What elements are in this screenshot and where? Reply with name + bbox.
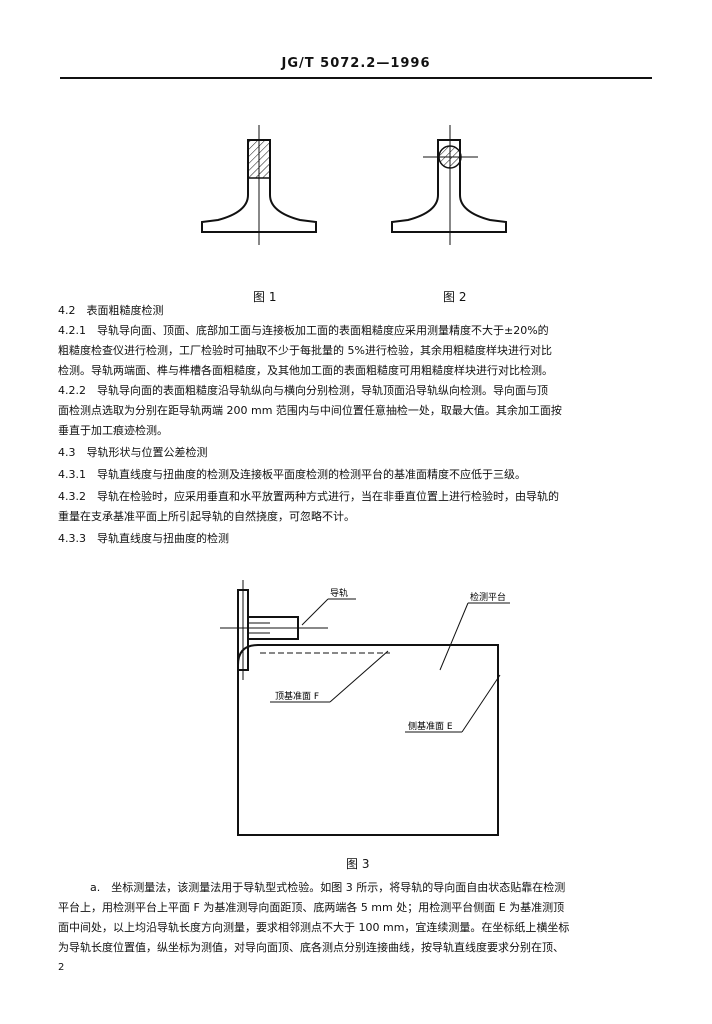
header-rule (60, 77, 652, 79)
para-4-3-2-line-1: 4.3.2 导轨在检验时，应采用垂直和水平放置两种方式进行，当在非垂直位置上进行… (58, 490, 559, 503)
para-4-2-1-line-3: 检测。导轨两端面、榫与榫槽各面粗糙度，及其他加工面的表面粗糙度可用粗糙度样块进行… (58, 364, 553, 377)
figure-3-caption: 图 3 (346, 857, 370, 871)
para-a-line-2: 平台上，用检测平台上平面 F 为基准测导向面距顶、底两端各 5 mm 处；用检测… (58, 901, 565, 914)
inspection-platform (237, 644, 499, 836)
para-a-line-4: 为导轨长度位置值，纵坐标为测值，对导向面顶、底各测点分别连接曲线，按导轨直线度要… (58, 941, 564, 954)
para-4-3-2-line-2: 重量在支承基准平面上所引起导轨的自然挠度，可忽略不计。 (58, 510, 355, 523)
heading-4-3: 4.3 导轨形状与位置公差检测 (58, 446, 208, 459)
figure-3-measurement-setup: 导轨 检测平台 顶基准面 F 侧基准面 E (220, 580, 510, 836)
label-top-datum: 顶基准面 F (275, 690, 319, 702)
para-4-2-1-line-2: 粗糙度检查仪进行检测，工厂检验时可抽取不少于每批量的 5%进行检验，其余用粗糙度… (58, 344, 552, 357)
figure-1-rail-section (201, 125, 317, 245)
para-4-3-1: 4.3.1 导轨直线度与扭曲度的检测及连接板平面度检测的检测平台的基准面精度不应… (58, 468, 526, 481)
para-4-2-2-line-1: 4.2.2 导轨导向面的表面粗糙度沿导轨纵向与横向分别检测，导轨顶面沿导轨纵向检… (58, 384, 548, 397)
para-4-2-2-line-2: 面检测点选取为分别在距导轨两端 200 mm 范围内与中间位置任意抽检一处，取最… (58, 404, 562, 417)
label-rail: 导轨 (330, 587, 348, 599)
para-a-line-3: 面中间处，以上均沿导轨长度方向测量，要求相邻测点不大于 100 mm，宜连续测量… (58, 921, 570, 934)
figure-2-caption: 图 2 (443, 290, 467, 304)
para-4-2-2-line-3: 垂直于加工痕迹检测。 (58, 424, 168, 437)
figure-2-rail-section (391, 125, 507, 245)
para-a-line-1: a. 坐标测量法，该测量法用于导轨型式检验。如图 3 所示，将导轨的导向面自由状… (90, 881, 566, 894)
page-number: 2 (58, 962, 65, 973)
figure-1-caption: 图 1 (253, 290, 277, 304)
heading-4-3-3: 4.3.3 导轨直线度与扭曲度的检测 (58, 532, 229, 545)
para-4-2-1-line-1: 4.2.1 导轨导向面、顶面、底部加工面与连接板加工面的表面粗糙度应采用测量精度… (58, 324, 549, 337)
standard-code-header: JG/T 5072.2—1996 (281, 56, 431, 71)
label-platform: 检测平台 (470, 591, 506, 603)
heading-4-2: 4.2 表面粗糙度检测 (58, 304, 164, 317)
label-side-datum: 侧基准面 E (408, 720, 453, 732)
